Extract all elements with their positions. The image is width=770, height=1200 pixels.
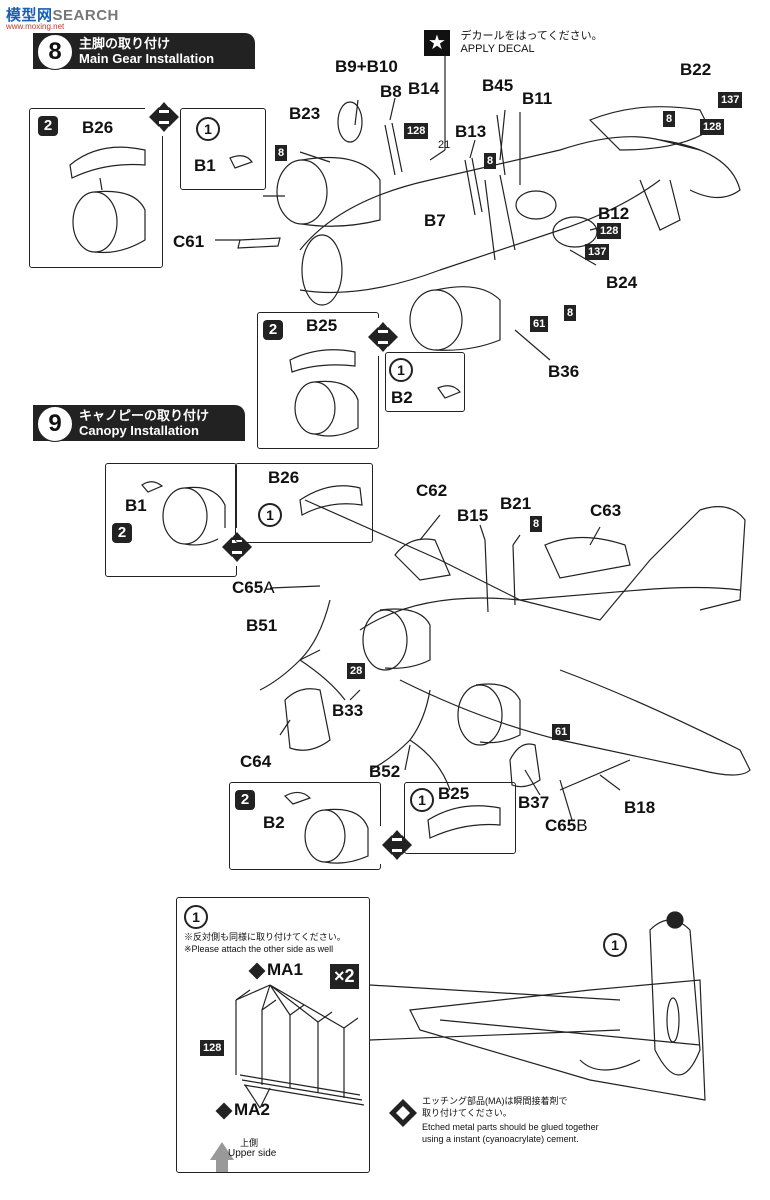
etch-note-en-1: Etched metal parts should be glued toget… (422, 1122, 599, 1132)
swap-arrow-icon (378, 826, 416, 864)
etch-note-jp-1: エッチング部品(MA)は瞬間接着剤で (422, 1096, 568, 1106)
label-B26: B26 (82, 118, 114, 137)
watermark: 模型网SEARCH (6, 7, 119, 24)
label-B12: B12 (598, 204, 630, 223)
step8-panel-num-1: 1 (389, 358, 413, 382)
label-B2: B2 (391, 388, 413, 407)
label-B45: B45 (482, 76, 514, 95)
side-view-num: 1 (603, 933, 627, 957)
color-badge: 128 (597, 223, 622, 239)
label-B51: B51 (246, 616, 278, 635)
detail-panel-num: 1 (184, 905, 208, 929)
step9-panel-2 (105, 463, 237, 577)
step9-panel-num-2: 2 (235, 790, 255, 810)
label-B2: B2 (263, 813, 285, 832)
swap-arrow-icon (218, 528, 256, 566)
step8-panel-1 (180, 108, 266, 190)
etched-part-icon (388, 1098, 418, 1128)
step-title-en: Main Gear Installation (79, 51, 215, 66)
label-B1: B1 (194, 156, 216, 175)
step-title-jp: キャノピーの取り付け (79, 408, 210, 423)
label-B15: B15 (457, 506, 489, 525)
color-badge: 8 (530, 516, 543, 532)
label-C65A: C65A (232, 578, 275, 597)
label-MA1: MA1 (248, 960, 303, 980)
label-C65B: C65B (545, 816, 588, 835)
label-B7: B7 (424, 211, 446, 230)
step-number: 9 (37, 406, 73, 442)
etch-note-en-2: using a instant (cyanoacrylate) cement. (422, 1134, 579, 1144)
swap-arrow-icon (145, 98, 183, 136)
label-21: 21 (438, 139, 451, 151)
step8-panel-2 (29, 108, 163, 268)
step8-panel-num-2: 2 (263, 320, 283, 340)
swap-arrow-icon (364, 318, 402, 356)
color-badge: 128 (200, 1040, 225, 1056)
label-B23: B23 (289, 104, 321, 123)
label-B1: B1 (125, 496, 147, 515)
label-B24: B24 (606, 273, 638, 292)
step9-panel-1-lower (404, 782, 516, 854)
color-badge: 61 (552, 724, 571, 740)
color-badge: 128 (700, 119, 725, 135)
label-C63: C63 (590, 501, 622, 520)
color-badge: 61 (530, 316, 549, 332)
step-number: 8 (37, 34, 73, 70)
step8-panel-num-1: 1 (196, 117, 220, 141)
step9-panel-num-1: 1 (410, 788, 434, 812)
step-title-jp: 主脚の取り付け (79, 36, 171, 51)
step9-panel-num-2: 2 (112, 523, 132, 543)
label-B36: B36 (548, 362, 580, 381)
color-badge: 137 (718, 92, 743, 108)
color-badge: 28 (347, 663, 366, 679)
detail-note-en: ※Please attach the other side as well (184, 944, 334, 954)
label-B25: B25 (438, 784, 470, 803)
color-badge: 137 (585, 244, 610, 260)
star-icon: ★ (424, 30, 450, 56)
label-B52: B52 (369, 762, 401, 781)
upper-side-jp: 上側 (240, 1138, 259, 1148)
label-C62: C62 (416, 481, 448, 500)
step8-panel-num-2: 2 (38, 116, 58, 136)
quantity-badge: ×2 (330, 964, 359, 989)
label-B33: B33 (332, 701, 364, 720)
label-B11: B11 (522, 89, 553, 108)
step8-panel-1-lower (385, 352, 465, 412)
label-B13: B13 (455, 122, 487, 141)
etched-part-icon (215, 1102, 233, 1120)
step-title-en: Canopy Installation (79, 423, 199, 438)
color-badge: 8 (663, 111, 676, 127)
detail-note-jp: ※反対側も同様に取り付けてください。 (184, 932, 346, 942)
step9-panel-num-1: 1 (258, 503, 282, 527)
watermark-url: www.moxing.net (6, 22, 65, 31)
label-C61: C61 (173, 232, 205, 251)
label-B26: B26 (268, 468, 300, 487)
color-badge: 8 (484, 153, 497, 169)
etched-part-icon (248, 962, 266, 980)
label-B21: B21 (500, 494, 532, 513)
label-B25: B25 (306, 316, 338, 335)
etch-note-jp-2: 取り付けてください。 (422, 1108, 512, 1118)
step8-panel-2-lower (257, 312, 379, 449)
label-B14: B14 (408, 79, 440, 98)
label-B8: B8 (380, 82, 402, 101)
color-badge: 8 (564, 305, 577, 321)
upper-side-en: Upper side (228, 1148, 277, 1159)
color-badge: 128 (404, 123, 429, 139)
label-B9-B10: B9+B10 (335, 57, 398, 76)
color-badge: 8 (275, 145, 288, 161)
apply-decal-note: ★ デカールをはってください。APPLY DECAL (424, 30, 603, 56)
etched-parts-detail-panel (176, 897, 370, 1173)
label-MA2: MA2 (215, 1100, 270, 1120)
step9-panel-1 (235, 463, 373, 543)
label-B37: B37 (518, 793, 550, 812)
label-C64: C64 (240, 752, 272, 771)
label-B18: B18 (624, 798, 656, 817)
label-B22: B22 (680, 60, 712, 79)
